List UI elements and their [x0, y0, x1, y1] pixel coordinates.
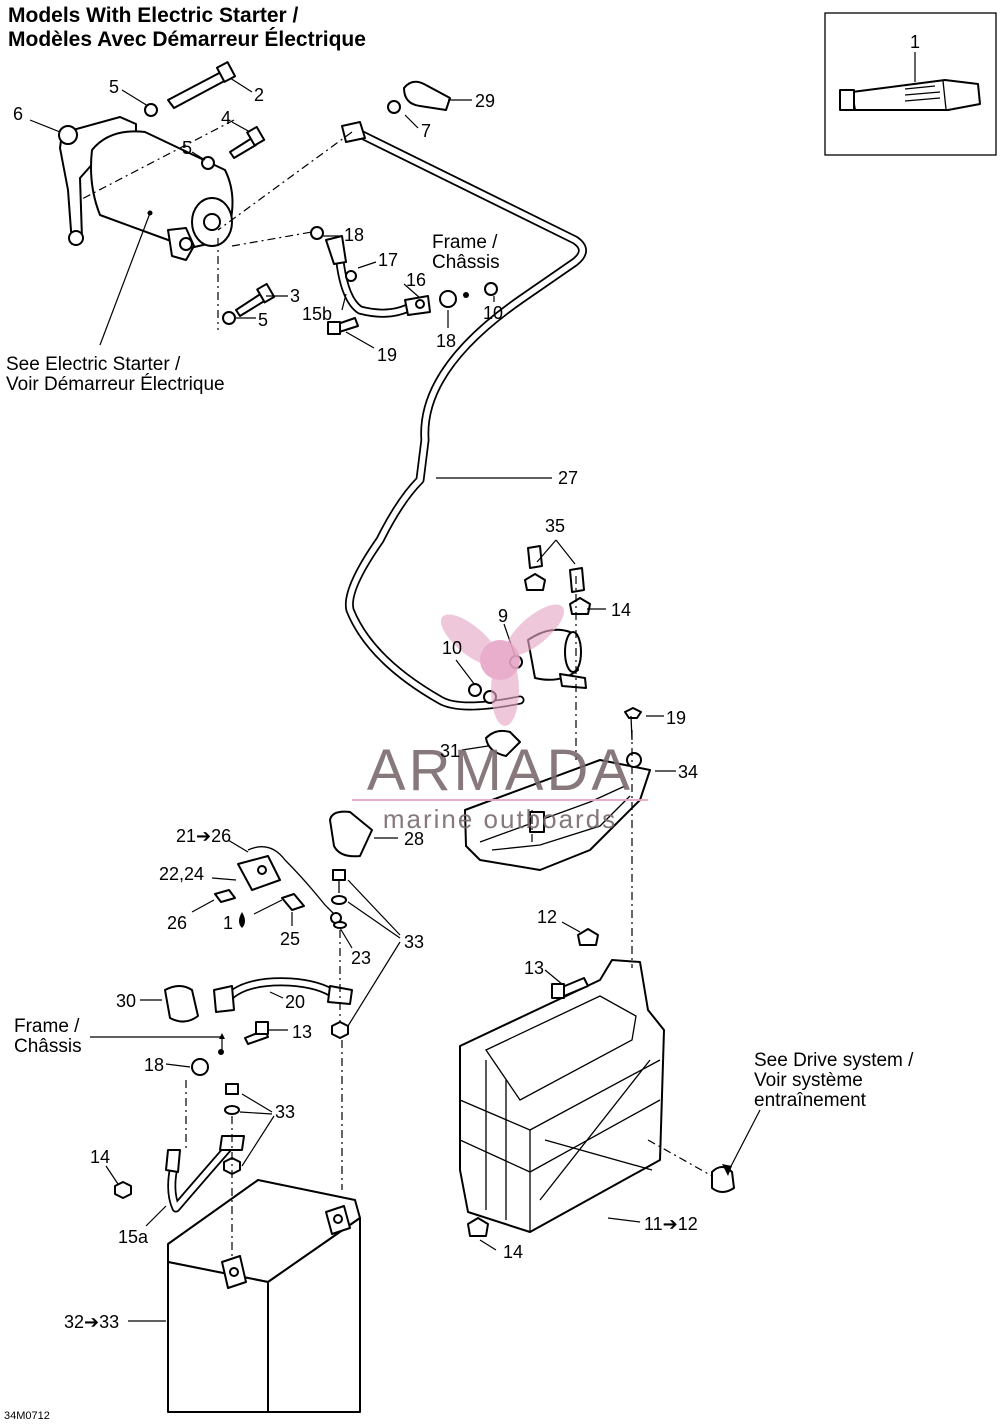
note-drive-system-line-3: entraînement: [754, 1090, 867, 1111]
callout-1-fuse: 1: [223, 913, 233, 933]
callout-27: 27: [558, 468, 578, 488]
note-drive-system-line-1: See Drive system /: [754, 1050, 914, 1071]
callout-14-tray: 14: [503, 1242, 523, 1262]
callout-30: 30: [116, 991, 136, 1011]
watermark-brand: ARMADA: [367, 738, 633, 803]
callout-31: 31: [440, 741, 460, 761]
note-electric-starter-line-2: Voir Démarreur Électrique: [6, 374, 225, 395]
diagram-title-line-2: Modèles Avec Démarreur Électrique: [8, 28, 366, 51]
callout-5-bottom: 5: [258, 310, 268, 330]
battery-32: [167, 1179, 361, 1413]
callout-15a: 15a: [118, 1227, 149, 1247]
callout-12: 12: [537, 907, 557, 927]
ground-cable-15a: [114, 1049, 245, 1213]
positive-cable-27: [341, 80, 587, 711]
callout-19-top: 19: [377, 345, 397, 365]
callout-15b: 15b: [302, 304, 332, 324]
arrow-frame-left: [219, 1033, 225, 1039]
callout-18-mid: 18: [436, 331, 456, 351]
note-electric-starter-line-1: See Electric Starter /: [6, 354, 181, 375]
assembly-lines: [79, 119, 713, 1256]
note-frame-top-line-2: Châssis: [432, 252, 500, 273]
watermark-tagline: marine outboards: [383, 804, 617, 834]
callout-7: 7: [421, 121, 431, 141]
callout-23: 23: [351, 948, 371, 968]
armada-watermark: ARMADA marine outboards: [352, 604, 648, 834]
callout-18-bottom: 18: [144, 1055, 164, 1075]
note-frame-left-line-1: Frame /: [14, 1016, 80, 1037]
callout-35: 35: [545, 516, 565, 536]
callout-28: 28: [404, 829, 424, 849]
battery-tray-11: [459, 928, 735, 1237]
callout-3: 3: [290, 286, 300, 306]
callout-29: 29: [475, 91, 495, 111]
callout-33-upper: 33: [404, 932, 424, 952]
callout-5-top: 5: [109, 77, 119, 97]
note-frame-left-line-2: Châssis: [14, 1036, 82, 1057]
grease-tube: [839, 79, 981, 111]
note-frame-top-line-1: Frame /: [432, 232, 498, 253]
inset-box: 1: [824, 12, 997, 156]
starter-hardware: [144, 61, 276, 325]
callout-13-cable: 13: [292, 1022, 312, 1042]
terminal-cover-28: [329, 810, 373, 858]
callout-20: 20: [285, 992, 305, 1012]
callout-16: 16: [406, 270, 426, 290]
callout-1-inset: 1: [910, 32, 920, 52]
electric-starter-motor: [58, 116, 234, 261]
callout-2: 2: [254, 85, 264, 105]
callout-33-lower: 33: [275, 1102, 295, 1122]
callout-18-top: 18: [344, 225, 364, 245]
callout-4: 4: [221, 108, 231, 128]
callout-9: 9: [498, 606, 508, 626]
starter-cable-15b: [310, 226, 498, 335]
drawing-code: 34M0712: [4, 1410, 50, 1422]
callout-26: 26: [167, 913, 187, 933]
diagram-title-line-1: Models With Electric Starter /: [8, 4, 299, 27]
leader-lines: [29, 77, 761, 1322]
callout-19-mid: 19: [666, 708, 686, 728]
fuse-holder-assembly: [214, 846, 342, 928]
callout-32-33: 32➔33: [64, 1312, 119, 1332]
callout-10-top: 10: [483, 303, 503, 323]
callout-21-26: 21➔26: [176, 826, 231, 846]
callout-14-left: 14: [90, 1147, 110, 1167]
callout-34: 34: [678, 762, 698, 782]
callout-22-24: 22,24: [159, 864, 204, 884]
callout-10-mid: 10: [442, 638, 462, 658]
solenoid-bracket-34: [464, 707, 651, 871]
note-drive-system-line-2: Voir système: [754, 1070, 863, 1091]
arrow-drive-system: [722, 1164, 732, 1176]
callout-6: 6: [13, 104, 23, 124]
callout-17: 17: [378, 250, 398, 270]
hardware-33-upper: [331, 869, 349, 1039]
callout-5-mid: 5: [182, 138, 192, 158]
negative-cable-20: [164, 977, 353, 1045]
callout-11-12: 11➔12: [644, 1214, 698, 1234]
callout-25: 25: [280, 929, 300, 949]
callout-14-top: 14: [611, 600, 631, 620]
callout-13-tray: 13: [524, 958, 544, 978]
